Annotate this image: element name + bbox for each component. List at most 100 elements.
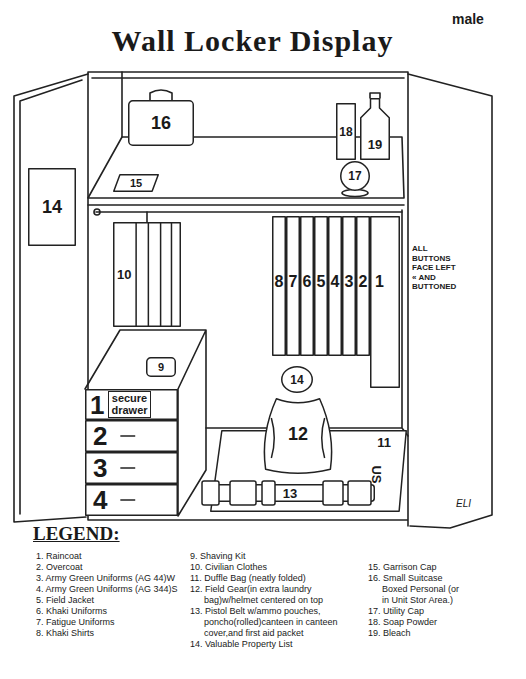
item-outline <box>370 216 400 388</box>
callout-number: US <box>369 465 382 483</box>
suitcase-item: 16 <box>128 100 194 146</box>
uniform-item: 8 <box>272 216 286 356</box>
outline-path <box>348 481 371 505</box>
outline-path <box>282 367 313 393</box>
civilian-clothes: 10 <box>113 222 181 327</box>
callout-number: 13 <box>283 487 297 500</box>
callout-number: 11 <box>377 436 391 449</box>
callout-number: 14 <box>42 198 62 216</box>
drawer-cabinet <box>85 330 206 516</box>
outline-path <box>341 162 370 191</box>
outline-path <box>301 217 314 356</box>
utility-cap-item: 17 <box>340 161 370 191</box>
locker-top-trim <box>92 77 404 79</box>
field-gear-bag: 12 <box>262 394 334 474</box>
hanging-rod <box>96 211 402 213</box>
bottle-item: 19 <box>360 98 390 160</box>
legend-item: 12. Field Gear(in extra laundry bag)w/he… <box>190 584 364 606</box>
uniform-item: 3 <box>342 216 356 356</box>
drawer: 4 <box>85 484 178 516</box>
page-tag: male <box>452 12 484 27</box>
drawer: 1secure drawer <box>85 389 178 420</box>
callout-number: 1 <box>375 274 384 290</box>
outline-path <box>361 99 390 160</box>
outline-path <box>120 435 135 437</box>
outline-path <box>323 481 343 505</box>
outline-path <box>129 101 194 146</box>
outline-path <box>29 169 76 246</box>
signature: ELI <box>456 498 471 509</box>
legend-item: 14. Valuable Property List <box>190 639 364 650</box>
callout-number: 2 <box>359 274 368 290</box>
outline-path <box>120 467 135 469</box>
outline-path <box>315 217 328 356</box>
legend-item: 11. Duffle Bag (neatly folded) <box>190 573 364 584</box>
rod-end <box>94 209 100 215</box>
garrison-cap-item: 15 <box>113 174 159 192</box>
callout-number: 10 <box>117 268 131 281</box>
outline-path <box>86 453 178 484</box>
uniform-item: 6 <box>300 216 314 356</box>
drawer: 2 <box>85 420 178 452</box>
legend-item: 15. Garrison Cap <box>368 562 460 573</box>
right-door <box>408 74 492 528</box>
property-list-card: 14 <box>28 168 76 246</box>
legend-item: 10. Civilian Clothes <box>190 562 364 573</box>
shelf <box>88 137 404 205</box>
legend-item: 17. Utility Cap <box>368 606 460 617</box>
outline-path <box>202 481 219 505</box>
helmet-item: 14 <box>281 366 313 393</box>
legend-item: 8. Khaki Shirts <box>36 628 186 639</box>
outline-path <box>273 217 286 356</box>
legend-item: 19. Bleach <box>368 628 460 639</box>
callout-number: 17 <box>348 170 361 182</box>
outline-path <box>230 481 256 505</box>
outline-path <box>86 390 178 420</box>
legend-heading: LEGEND: <box>33 524 120 545</box>
callout-number: 16 <box>151 114 171 132</box>
outline-path <box>147 358 176 377</box>
outline-path <box>86 485 178 516</box>
outline-path <box>343 217 356 356</box>
pistol-belt: 13 <box>205 484 375 502</box>
drawer: 3 <box>85 452 178 484</box>
uniform-item: 5 <box>314 216 328 356</box>
outline-path <box>136 223 171 327</box>
legend-item: 13. Pistol Belt w/ammo pouches, poncho(r… <box>190 606 364 639</box>
legend-column: 15. Garrison Cap16. Small Suitcase Boxed… <box>368 562 460 639</box>
left-door <box>14 74 88 522</box>
outline-path <box>114 175 159 192</box>
outline-path <box>371 217 400 388</box>
callout-number: 3 <box>93 455 107 481</box>
bottle-cap <box>370 93 380 98</box>
outline-path <box>271 418 324 458</box>
callout-number: 8 <box>275 274 284 290</box>
outline-path <box>262 481 275 505</box>
outline-path <box>120 499 135 501</box>
hanging-note: ALL BUTTONS FACE LEFT « AND BUTTONED <box>412 244 456 292</box>
outline-path <box>337 104 356 160</box>
suitcase-handle <box>150 90 172 100</box>
callout-number: 18 <box>339 126 352 138</box>
legend-item: 5. Field Jacket <box>36 595 186 606</box>
diagram-title: Wall Locker Display <box>0 24 505 57</box>
callout-number: 1 <box>90 392 104 418</box>
uniform-item: 2 <box>356 216 370 356</box>
callout-number: 12 <box>288 425 308 443</box>
back-wall-corner <box>121 72 123 137</box>
callout-number: 3 <box>345 274 354 290</box>
callout-number: 6 <box>303 274 312 290</box>
outline-path <box>264 399 331 473</box>
drawer-tag: secure drawer <box>108 391 150 418</box>
legend-column: 1. Raincoat2. Overcoat3. Army Green Unif… <box>36 551 186 639</box>
callout-number: 2 <box>93 423 107 449</box>
outline-path <box>329 217 342 356</box>
outline-path <box>287 217 300 356</box>
shaving-kit: 9 <box>146 357 176 377</box>
uniform-item: 7 <box>286 216 300 356</box>
uniform-item: 1 <box>370 216 400 388</box>
legend-item: 16. Small Suitcase Boxed Personal (or in… <box>368 573 460 606</box>
legend-column: 9. Shaving Kit10. Civilian Clothes11. Du… <box>190 551 364 650</box>
outline-path <box>86 421 178 452</box>
